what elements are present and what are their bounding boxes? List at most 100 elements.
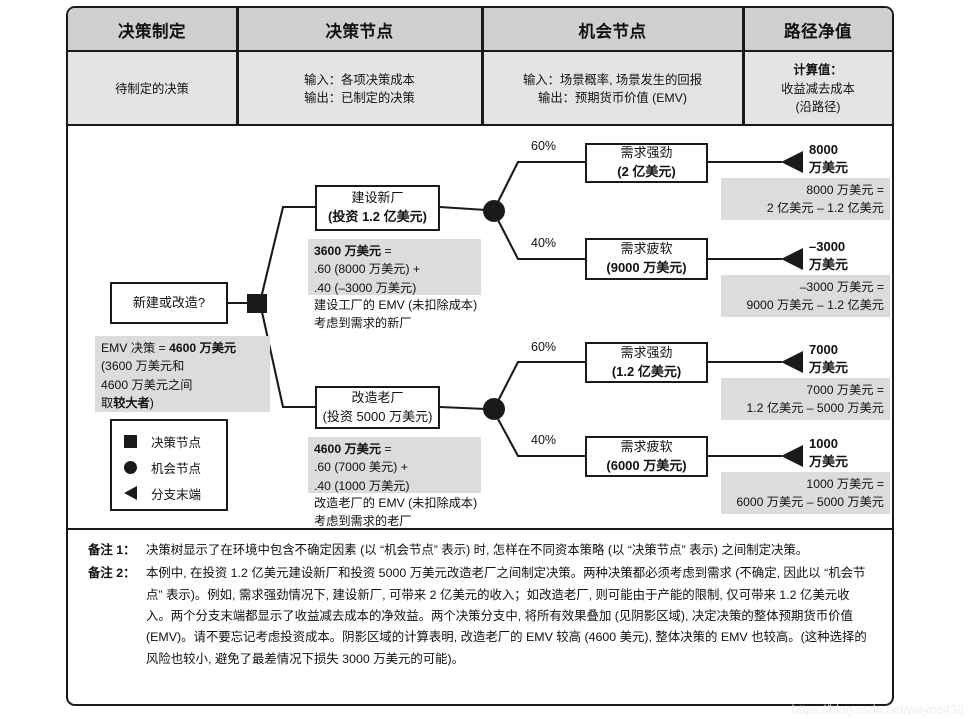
outcome-box-strong-demand-old[interactable]: 需求强劲 (1.2 亿美元): [585, 342, 708, 383]
terminal-value-line1: 7000: [809, 342, 838, 357]
watermark: https://blog.csdn.net/wayne436: [791, 703, 964, 717]
emv-line3: .40 (–3000 万美元): [314, 280, 417, 295]
probability-label: 60%: [531, 139, 557, 153]
terminal-value: –3000 万美元: [809, 238, 848, 273]
calc-line2: 6000 万美元 – 5000 万美元: [736, 495, 884, 510]
terminal-value-line2: 万美元: [809, 256, 849, 272]
emv-note-line1: 改造老厂的 EMV (未扣除成本): [314, 496, 478, 510]
column-divider-3: [742, 8, 745, 126]
decision-node-square: [247, 294, 267, 313]
note-1: 备注 1： 决策树显示了在环境中包含不确定因素 (以 “机会节点” 表示) 时,…: [88, 540, 872, 561]
outcome-title: 需求疲软: [620, 438, 673, 454]
outcome-box-strong-demand-new[interactable]: 需求强劲 (2 亿美元): [585, 143, 708, 183]
root-decision-label: 新建或改造?: [132, 294, 206, 310]
subheader-decision-node: 输入：各项决策成本 输出：已制定的决策: [238, 52, 481, 126]
branch-subtitle: (投资 5000 万美元): [322, 408, 433, 424]
column-divider-1: [236, 8, 239, 126]
legend-item-decision-node: 决策节点: [124, 428, 226, 454]
subheader-line: 输出：预期货币价值 (EMV): [538, 91, 687, 105]
subheader-line: 输入：场景概率, 场景发生的回报: [523, 72, 702, 87]
header-decision-node: 决策节点: [325, 23, 394, 41]
emv-decision-line3: 4600 万美元之间: [101, 377, 193, 392]
outcome-title: 需求强劲: [620, 145, 673, 161]
header-chance-node: 机会节点: [578, 23, 647, 41]
emv-eq: =: [381, 442, 392, 456]
legend-label: 决策节点: [151, 435, 202, 450]
terminal-value: 8000 万美元: [809, 141, 848, 176]
emv-decision-l4-post: ): [149, 395, 154, 410]
calc-line2: 1.2 亿美元 – 5000 万美元: [746, 401, 884, 416]
emv-line3: .40 (1000 万美元): [314, 478, 410, 493]
notes-section: 备注 1： 决策树显示了在环境中包含不确定因素 (以 “机会节点” 表示) 时,…: [68, 528, 892, 704]
outcome-subtitle: (1.2 亿美元): [611, 363, 682, 379]
note-text: 本例中, 在投资 1.2 亿美元建设新厂和投资 5000 万美元改造老厂之间制定…: [146, 566, 867, 666]
terminal-value-line1: 8000: [809, 142, 838, 157]
subheader-line: (沿路径): [795, 100, 841, 115]
emv-note-line2: 考虑到需求的老厂: [314, 514, 412, 529]
legend-item-branch-end: 分支末端: [124, 480, 226, 506]
chance-node-circle-upper: [483, 200, 505, 222]
subheader-line: 收益减去成本: [781, 81, 855, 96]
branch-box-build-new-plant[interactable]: 建设新厂 (投资 1.2 亿美元): [315, 185, 440, 231]
calc-line1: 8000 万美元 =: [806, 183, 884, 197]
subheader-decision-making: 待制定的决策: [68, 52, 236, 126]
calc-line2: 2 亿美元 – 1.2 亿美元: [766, 201, 884, 216]
header-path-net-value: 路径净值: [784, 23, 852, 41]
calc-line1: 7000 万美元 =: [806, 383, 884, 397]
branch-end-triangle: [781, 151, 803, 173]
branch-end-triangle: [781, 445, 803, 467]
branch-box-retrofit-old-plant[interactable]: 改造老厂 (投资 5000 万美元): [315, 386, 440, 429]
chance-node-circle-lower: [483, 398, 505, 420]
terminal-value-line1: –3000: [809, 239, 846, 254]
emv-line2: .60 (8000 万美元) +: [314, 262, 421, 277]
calc-line1: 1000 万美元 =: [806, 477, 884, 491]
probability-label: 40%: [531, 236, 557, 250]
calc-shade-weak-old: 1000 万美元 = 6000 万美元 – 5000 万美元: [721, 472, 890, 514]
note-text: 决策树显示了在环境中包含不确定因素 (以 “机会节点” 表示) 时, 怎样在不同…: [146, 543, 809, 557]
outcome-box-weak-demand-new[interactable]: 需求疲软 (9000 万美元): [585, 238, 708, 280]
probability-label: 40%: [531, 433, 557, 447]
column-divider-2: [481, 8, 484, 126]
outcome-title: 需求强劲: [620, 344, 673, 360]
calc-line1: –3000 万美元 =: [799, 280, 884, 294]
chance-node-icon: [124, 460, 144, 474]
outcome-title: 需求疲软: [620, 241, 673, 257]
emv-line2: .60 (7000 美元) +: [314, 460, 408, 475]
note-2: 备注 2： 本例中, 在投资 1.2 亿美元建设新厂和投资 5000 万美元改造…: [88, 563, 872, 670]
terminal-value: 1000 万美元: [809, 435, 848, 470]
header-decision-making: 决策制定: [118, 23, 186, 41]
branch-title: 改造老厂: [351, 389, 404, 405]
branch-subtitle: (投资 1.2 亿美元): [328, 209, 427, 224]
outcome-box-weak-demand-old[interactable]: 需求疲软 (6000 万美元): [585, 436, 708, 477]
emv-shade-build-new: 3600 万美元 = .60 (8000 万美元) + .40 (–3000 万…: [308, 239, 481, 295]
branch-end-icon: [124, 486, 144, 500]
probability-label: 60%: [531, 340, 557, 354]
decision-node-icon: [124, 434, 144, 448]
note-label: 备注 1：: [88, 543, 136, 557]
branch-title: 建设新厂: [351, 190, 404, 206]
emv-shade-retrofit-old: 4600 万美元 = .60 (7000 美元) + .40 (1000 万美元…: [308, 437, 481, 493]
note-label: 备注 2：: [88, 566, 136, 581]
emv-decision-shade: EMV 决策 = 4600 万美元 (3600 万美元和 4600 万美元之间 …: [95, 336, 270, 412]
legend-item-chance-node: 机会节点: [124, 454, 226, 480]
emv-note-line1: 建设工厂的 EMV (未扣除成本): [314, 298, 478, 312]
emv-decision-l4-bold: 较大者: [113, 395, 150, 410]
emv-decision-l4-pre: 取: [101, 395, 114, 410]
terminal-value-line2: 万美元: [809, 159, 849, 175]
emv-eq: =: [381, 244, 392, 258]
branch-end-triangle: [781, 351, 803, 373]
subheader-line: 计算值：: [793, 63, 843, 78]
root-decision-box[interactable]: 新建或改造?: [110, 282, 228, 324]
emv-bold-value: 3600 万美元: [314, 244, 382, 258]
emv-bold-value: 4600 万美元: [314, 442, 382, 456]
subheader-line: 输入：各项决策成本: [304, 72, 415, 87]
calc-shade-strong-old: 7000 万美元 = 1.2 亿美元 – 5000 万美元: [721, 378, 890, 420]
terminal-value-line1: 1000: [809, 436, 838, 451]
emv-decision-line2: (3600 万美元和: [101, 359, 185, 374]
subheader-chance-node: 输入：场景概率, 场景发生的回报 输出：预期货币价值 (EMV): [483, 52, 742, 126]
emv-note-build-new: 建设工厂的 EMV (未扣除成本) 考虑到需求的新厂: [314, 296, 504, 333]
outcome-subtitle: (9000 万美元): [606, 260, 687, 275]
branch-end-triangle: [781, 248, 803, 270]
subheader-line: 待制定的决策: [115, 81, 189, 96]
calc-shade-strong-new: 8000 万美元 = 2 亿美元 – 1.2 亿美元: [721, 178, 890, 220]
